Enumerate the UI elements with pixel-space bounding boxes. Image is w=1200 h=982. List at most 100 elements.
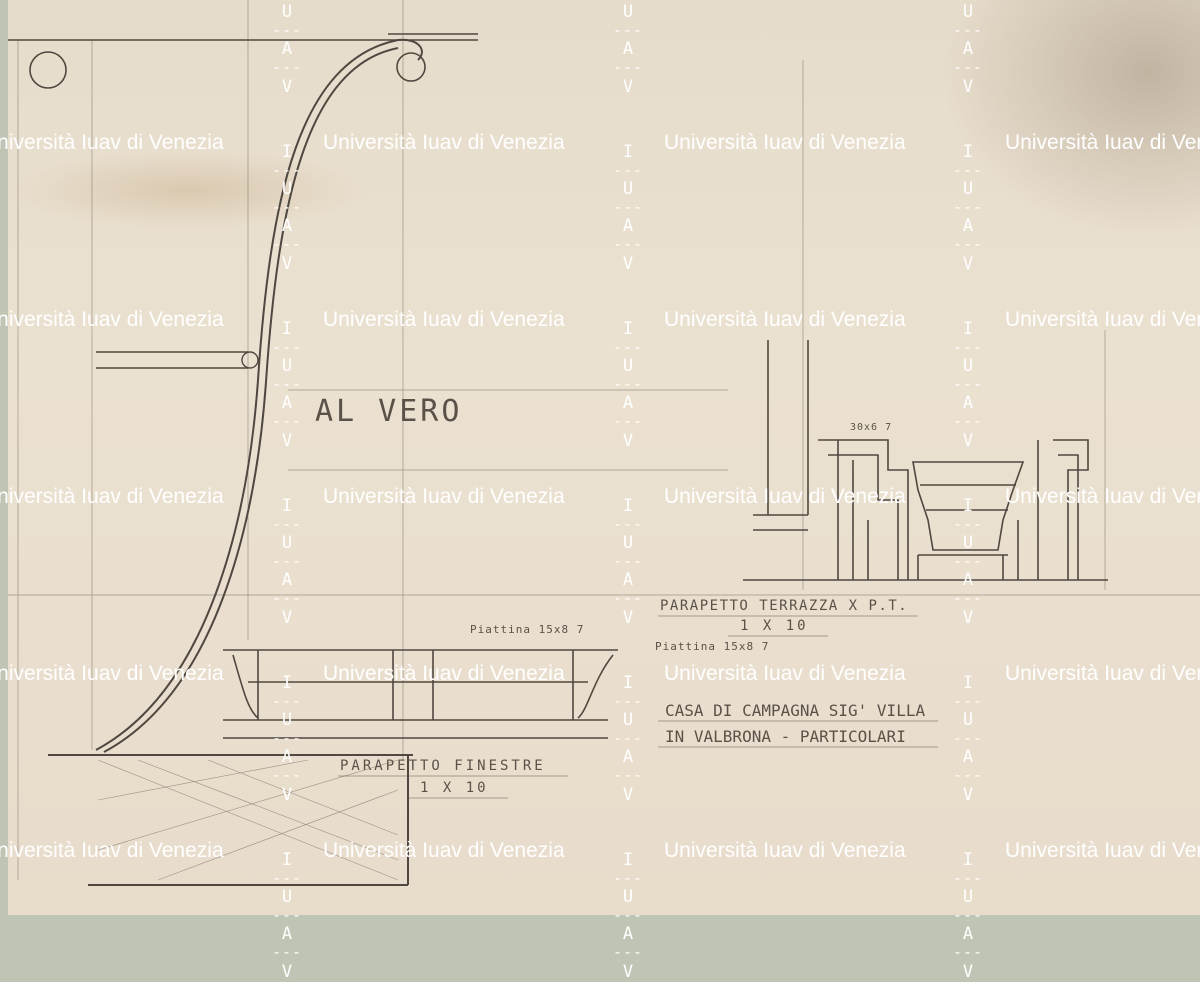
watermark-letter: V [622, 785, 634, 805]
watermark-separator: --- [952, 552, 984, 570]
watermark-letter: V [962, 785, 974, 805]
watermark-letter: I [962, 142, 974, 162]
note-piattina: Piattina 15x8 7 [470, 623, 585, 636]
watermark-letter: U [962, 179, 974, 199]
watermark-separator: --- [952, 692, 984, 710]
watermark-letter: A [962, 924, 974, 944]
label-project-line2: IN VALBRONA - PARTICOLARI [665, 727, 906, 746]
watermark-letter: U [281, 887, 293, 907]
watermark-separator: --- [271, 338, 303, 356]
watermark-letter: V [962, 77, 974, 97]
watermark-separator: --- [952, 198, 984, 216]
watermark-letter: A [281, 216, 293, 236]
watermark-letter: A [281, 747, 293, 767]
watermark-letter: V [281, 254, 293, 274]
watermark-text: Università Iuav di Venezia [0, 485, 224, 508]
watermark-letter: V [281, 962, 293, 982]
watermark-text: Università Iuav di Venezia [1005, 131, 1200, 154]
watermark-text: Università Iuav di Venezia [664, 662, 906, 685]
watermark-letter: U [962, 710, 974, 730]
watermark-letter: V [962, 608, 974, 628]
watermark-letter: U [962, 887, 974, 907]
watermark-letter: U [962, 356, 974, 376]
watermark-separator: --- [612, 338, 644, 356]
watermark-text: Università Iuav di Venezia [323, 131, 565, 154]
base-block [48, 754, 413, 886]
label-al-vero: AL VERO [315, 394, 463, 429]
watermark-text: Università Iuav di Venezia [323, 662, 565, 685]
watermark-text: Università Iuav di Venezia [323, 485, 565, 508]
watermark-separator: --- [612, 906, 644, 924]
watermark-text: Università Iuav di Venezia [0, 839, 224, 862]
watermark-letter: V [622, 254, 634, 274]
watermark-letter: I [622, 850, 634, 870]
watermark-letter: U [962, 533, 974, 553]
window-parapet [223, 649, 618, 739]
watermark-separator: --- [952, 766, 984, 784]
watermark-separator: --- [952, 58, 984, 76]
watermark-text: Università Iuav di Venezia [664, 839, 906, 862]
watermark-letter: I [622, 319, 634, 339]
watermark-text: Università Iuav di Venezia [1005, 839, 1200, 862]
watermark-letter: I [281, 319, 293, 339]
watermark-letter: U [622, 710, 634, 730]
s-curve-railing [95, 38, 423, 753]
watermark-text: Università Iuav di Venezia [0, 131, 224, 154]
watermark-letter: I [622, 673, 634, 693]
watermark-separator: --- [952, 412, 984, 430]
watermark-separator: --- [952, 869, 984, 887]
watermark-letter: V [962, 431, 974, 451]
watermark-separator: --- [952, 21, 984, 39]
watermark-letter: A [622, 393, 634, 413]
watermark-letter: V [622, 962, 634, 982]
paper-stain [940, 0, 1200, 240]
watermark-separator: --- [612, 412, 644, 430]
watermark-separator: --- [271, 729, 303, 747]
watermark-letter: V [281, 608, 293, 628]
watermark-separator: --- [271, 943, 303, 961]
watermark-letter: V [622, 77, 634, 97]
note-dimension: 30x6 7 [850, 422, 893, 433]
watermark-letter: A [622, 924, 634, 944]
watermark-separator: --- [271, 869, 303, 887]
watermark-letter: I [962, 850, 974, 870]
watermark-separator: --- [271, 235, 303, 253]
watermark-letter: A [622, 570, 634, 590]
watermark-text: Università Iuav di Venezia [323, 308, 565, 331]
mid-rail [96, 351, 259, 369]
watermark-separator: --- [271, 21, 303, 39]
watermark-separator: --- [612, 235, 644, 253]
watermark-separator: --- [271, 198, 303, 216]
watermark-letter: A [281, 570, 293, 590]
watermark-letter: V [281, 431, 293, 451]
note-piattina-2: Piattina 15x8 7 [655, 640, 770, 653]
watermark-separator: --- [948, 0, 988, 1]
watermark-letter: V [281, 785, 293, 805]
watermark-letter: U [281, 710, 293, 730]
watermark-separator: --- [612, 198, 644, 216]
watermark-separator: --- [612, 729, 644, 747]
label-project-line1: CASA DI CAMPAGNA SIG' VILLA [665, 701, 926, 720]
label-terrace-parapet: PARAPETTO TERRAZZA X P.T. [660, 598, 909, 614]
watermark-letter: A [962, 570, 974, 590]
watermark-letter: U [622, 2, 634, 22]
watermark-separator: --- [271, 515, 303, 533]
watermark-separator: --- [952, 906, 984, 924]
construction-lines [8, 0, 1200, 880]
watermark-letter: I [622, 142, 634, 162]
watermark-separator: --- [952, 515, 984, 533]
watermark-separator: --- [612, 21, 644, 39]
watermark-separator: --- [612, 515, 644, 533]
watermark-separator: --- [612, 692, 644, 710]
watermark-letter: I [622, 496, 634, 516]
watermark-letter: A [622, 747, 634, 767]
watermark-letter: I [962, 496, 974, 516]
text-guide-lines [338, 615, 938, 799]
watermark-separator: --- [271, 375, 303, 393]
architectural-sketch [8, 0, 1200, 886]
watermark-separator: --- [612, 552, 644, 570]
terrace-parapet [743, 340, 1108, 581]
watermark-letter: U [622, 356, 634, 376]
watermark-letter: V [962, 254, 974, 274]
